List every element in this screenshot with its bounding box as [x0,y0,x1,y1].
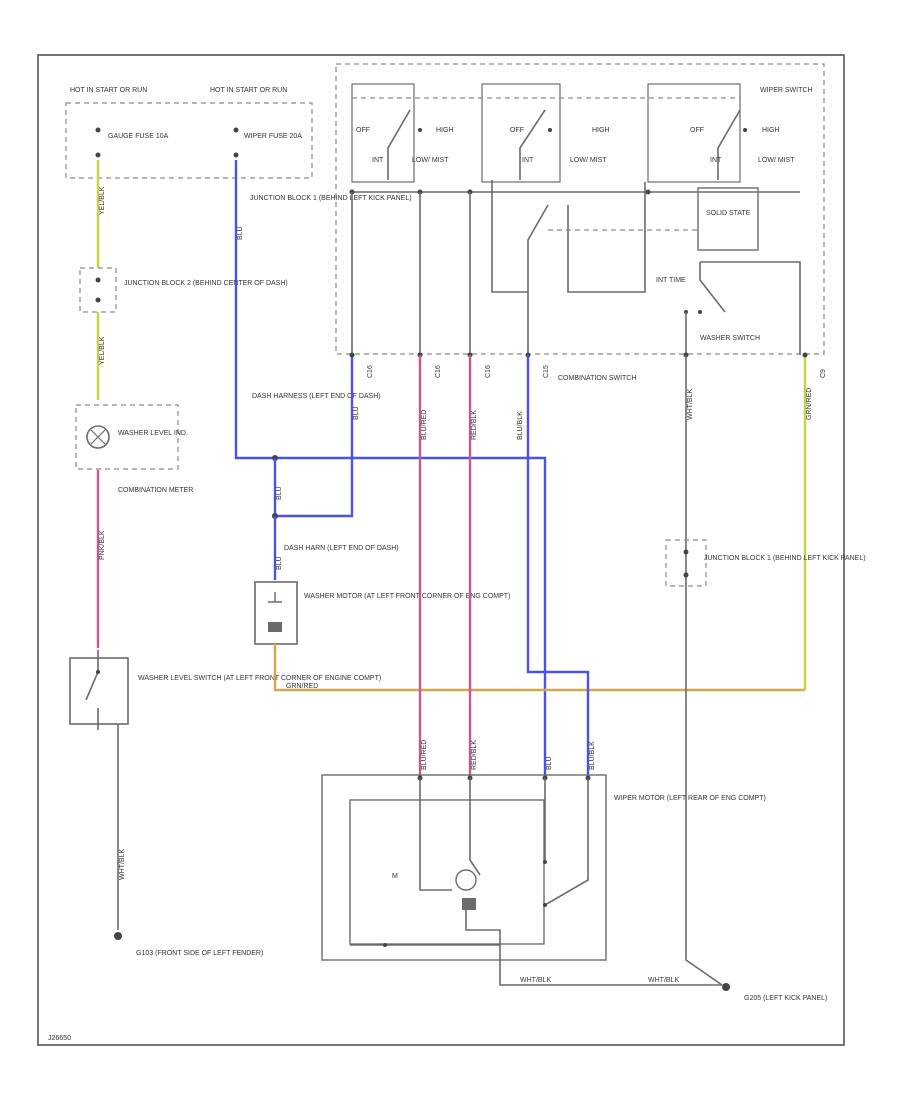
junction-block-1-bottom [665,539,707,587]
low-mist-mid-label: LOW/ MIST [570,157,607,164]
connector-c16-label-2: C16 [435,365,442,378]
gauge-fuse-label: GAUGE FUSE 10A [108,133,169,140]
wire-red-blk-label-2: RED/BLK [471,740,478,770]
off-mid-label: OFF [510,127,524,134]
low-mist-left-label: LOW/ MIST [412,157,449,164]
wire-blu-red-label-1: BLU/RED [421,410,428,440]
wiper-switch-lever-2-icon [519,109,546,180]
wire-blu-label-motor: BLU [546,756,553,770]
fuse-box-group: HOT IN START OR RUN HOT IN START OR RUN … [65,87,313,179]
motor-armature-icon [455,869,477,891]
wire-blu-dash-loop [273,355,354,518]
washer-level-ind-label: WASHER LEVEL IND. [118,430,188,437]
combination-switch [335,63,825,355]
wire-blu-label-washer: BLU [276,556,283,570]
indicator-lamp-icon [86,425,110,449]
figure-id-watermark: J26650 [48,1035,71,1042]
high-left-label: HIGH [436,127,454,134]
int-left-label: INT [372,157,384,164]
washer-level-switch [69,650,129,730]
high-right-label: HIGH [762,127,780,134]
hot-start-left-label: HOT IN START OR RUN [70,87,147,94]
wire-blu-blk-label-1: BLU/BLK [517,411,524,440]
connector-c16-label-3: C16 [485,365,492,378]
junction-block-1-bottom-label: JUNCTION BLOCK 1 (BEHIND LEFT KICK PANEL… [704,555,866,562]
wire-blu-fuse-to-motor [234,160,547,780]
connector-c15-label: C15 [543,365,550,378]
wiper-switch-lever-1-icon [387,109,411,180]
connector-c16-label-1: C16 [367,365,374,378]
high-mid-label: HIGH [592,127,610,134]
low-mist-right-label: LOW/ MIST [758,157,795,164]
wire-wht-blk-label-bottom-1: WHT/BLK [520,977,551,984]
wire-blu-blk-to-motor [526,355,590,780]
wiper-switch-label: WIPER SWITCH [760,87,813,94]
motor-m-label: M [392,873,398,880]
dash-harness-2-label: DASH HARN (LEFT END OF DASH) [284,545,399,552]
wiper-switch-lever-3-icon [717,109,741,180]
junction-block-2-label: JUNCTION BLOCK 2 (BEHIND CENTER OF DASH) [124,280,288,287]
wire-pnk-blk-label: PNK/BLK [99,530,106,560]
wire-blu-label-fuse: BLU [237,226,244,240]
junction-block-1-top-label: JUNCTION BLOCK 1 (BEHIND LEFT KICK PANEL… [250,195,412,202]
junction-block-2 [79,267,117,313]
off-left-label: OFF [356,127,370,134]
wire-wht-blk-label-right: WHT/BLK [687,389,694,420]
int-mid-label: INT [522,157,534,164]
int-time-label: INT TIME [656,277,686,284]
wire-grn-red-label-bottom: GRN/RED [286,683,318,690]
hot-start-right-label: HOT IN START OR RUN [210,87,287,94]
wire-blu-label-switch: BLU [353,406,360,420]
washer-switch-label: WASHER SWITCH [700,335,760,342]
wiper-motor [321,774,607,965]
ground-g103-icon [114,932,122,940]
wire-wht-blk-bottom [499,965,722,986]
wire-yel-blk-label-1: YEL/BLK [99,186,106,215]
ground-g205-icon [722,983,730,991]
combination-switch-label: COMBINATION SWITCH [558,375,636,382]
gauge-fuse-terminal-top [95,127,101,133]
wire-blk-label-left: WHT/BLK [119,849,126,880]
g103-label: G103 (FRONT SIDE OF LEFT FENDER) [136,950,263,957]
g205-label: G205 (LEFT KICK PANEL) [744,995,827,1002]
washer-level-switch-label: WASHER LEVEL SWITCH (AT LEFT FRONT CORNE… [138,675,381,682]
wire-blu-blk-label-2: BLU/BLK [589,741,596,770]
solid-state-label: SOLID STATE [706,210,751,217]
dash-harness-label: DASH HARNESS (LEFT END OF DASH) [252,393,381,400]
connector-c9-label: C9 [820,369,827,378]
wire-red-blk-label-1: RED/BLK [471,410,478,440]
washer-motor [254,581,298,645]
wire-blu-label-dash: BLU [276,486,283,500]
combination-meter-label: COMBINATION METER [118,487,193,494]
wire-grn-red-label-right: GRN/RED [806,388,813,420]
diagram-frame [37,54,845,1046]
washer-level-indicator [75,404,179,470]
int-right-label: INT [710,157,722,164]
off-right-label: OFF [690,127,704,134]
wiper-fuse-terminal-top [233,127,239,133]
wire-blu-red-label-2: BLU/RED [421,740,428,770]
combination-switch-connectors [349,352,808,358]
gauge-fuse-terminal-bottom [95,152,101,158]
washer-motor-label: WASHER MOTOR (AT LEFT FRONT CORNER OF EN… [304,593,510,600]
wiper-fuse-label: WIPER FUSE 20A [244,133,302,140]
wiper-motor-label: WIPER MOTOR (LEFT REAR OF ENG COMPT) [614,795,766,802]
wiper-fuse-terminal-bottom [233,152,239,158]
wire-wht-blk-label-bottom-2: WHT/BLK [648,977,679,984]
wire-grn-red-horizontal [273,644,805,692]
wire-wht-blk-right [685,355,723,986]
wire-yel-blk-label-2: YEL/BLK [99,336,106,365]
